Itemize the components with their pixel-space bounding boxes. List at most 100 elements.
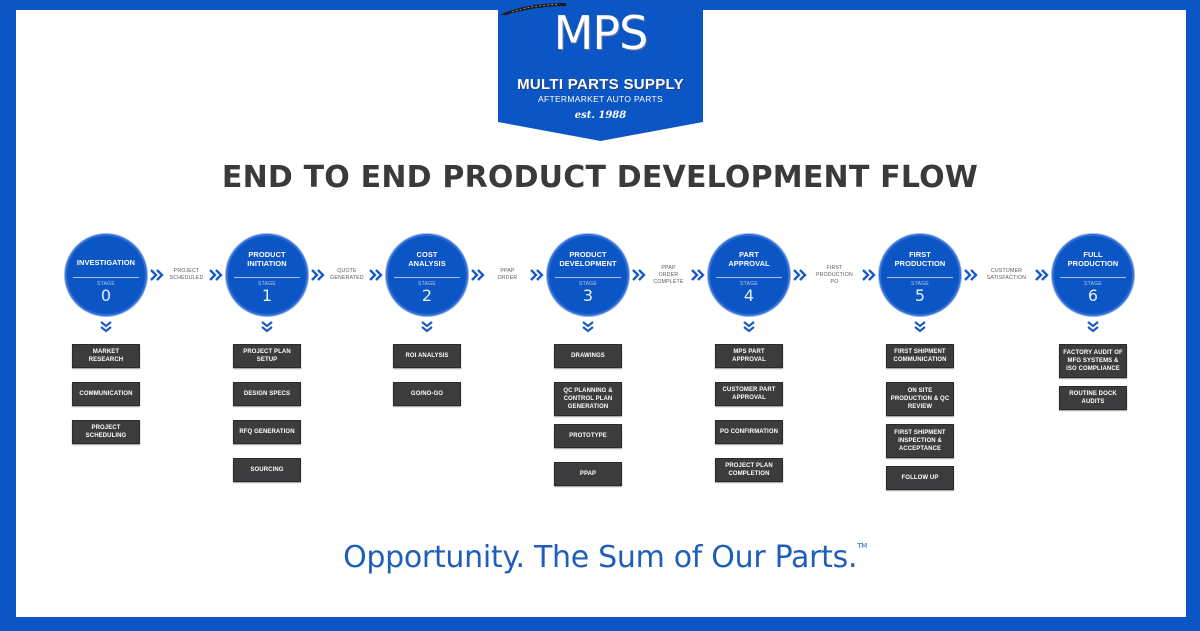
stage-name: INITIATION xyxy=(247,259,287,268)
stage-divider xyxy=(234,277,300,278)
task-box: FIRST SHIPMENT INSPECTION & ACCEPTANCE xyxy=(886,424,954,458)
task-box: FACTORY AUDIT OF MFG SYSTEMS & ISO COMPL… xyxy=(1059,344,1127,378)
stage-number: 0 xyxy=(100,286,112,305)
stage-number: 6 xyxy=(1087,286,1099,305)
double-chevron-right-icon xyxy=(793,269,807,281)
task-box: PO CONFIRMATION xyxy=(715,420,783,444)
stage-name: PRODUCTION xyxy=(1067,259,1119,268)
stage-name: INVESTIGATION xyxy=(76,258,136,267)
trademark-mark: TM xyxy=(857,542,867,550)
stage-divider xyxy=(73,277,139,278)
task-box: RFQ GENERATION xyxy=(233,420,301,444)
task-box: PROJECT PLAN COMPLETION xyxy=(715,458,783,482)
double-chevron-right-icon xyxy=(311,269,325,281)
stage-divider xyxy=(716,277,782,278)
double-chevron-down-icon xyxy=(914,320,926,333)
logo-banner-shape xyxy=(498,0,703,141)
task-box: COMMUNICATION xyxy=(72,382,140,406)
task-box: ROUTINE DOCK AUDITS xyxy=(1059,386,1127,410)
stage-label: STAGE xyxy=(417,281,437,287)
double-chevron-down-icon xyxy=(582,320,594,333)
task-box: PPAP xyxy=(554,462,622,486)
stage-name: COST xyxy=(416,250,438,259)
logo-company-name: MULTI PARTS SUPPLY xyxy=(517,76,684,93)
double-chevron-right-icon xyxy=(862,269,876,281)
stage-name: PART xyxy=(739,250,759,259)
task-box: FIRST SHIPMENT COMMUNICATION xyxy=(886,344,954,368)
double-chevron-right-icon xyxy=(632,269,646,281)
double-chevron-down-icon xyxy=(743,320,755,333)
road-swoosh-icon xyxy=(500,3,566,15)
task-box: ON SITE PRODUCTION & QC REVIEW xyxy=(886,382,954,416)
task-box: PROTOTYPE xyxy=(554,424,622,448)
double-chevron-down-icon xyxy=(1087,320,1099,333)
stage-number: 5 xyxy=(914,286,926,305)
task-box: DRAWINGS xyxy=(554,344,622,368)
task-box: CUSTOMER PART APPROVAL xyxy=(715,382,783,406)
stage-name: PRODUCT xyxy=(569,250,607,259)
stage-number: 2 xyxy=(421,286,433,305)
stage-name: DEVELOPMENT xyxy=(559,259,617,268)
double-chevron-right-icon xyxy=(1035,269,1049,281)
stage-number: 3 xyxy=(582,286,594,305)
double-chevron-down-icon xyxy=(100,320,112,333)
logo-tagline: AFTERMARKET AUTO PARTS xyxy=(538,94,663,104)
stage-label: STAGE xyxy=(1083,281,1103,287)
slogan-text: Opportunity. The Sum of Our Parts. xyxy=(343,540,858,575)
task-box: MARKET RESEARCH xyxy=(72,344,140,368)
double-chevron-right-icon xyxy=(369,269,383,281)
mps-logo: MPS MULTI PARTS SUPPLY AFTERMARKET AUTO … xyxy=(498,0,703,141)
stage-divider xyxy=(394,277,460,278)
stage-name: PRODUCT xyxy=(248,250,286,259)
task-box: DESIGN SPECS xyxy=(233,382,301,406)
task-box: ROI ANALYSIS xyxy=(393,344,461,368)
double-chevron-right-icon xyxy=(471,269,485,281)
stage-name: ANALYSIS xyxy=(408,259,446,268)
stage-name: PRODUCTION xyxy=(894,259,946,268)
stage-name: FULL xyxy=(1083,250,1103,259)
double-chevron-right-icon xyxy=(530,269,544,281)
double-chevron-right-icon xyxy=(209,269,223,281)
stage-divider xyxy=(887,277,953,278)
task-box: SOURCING xyxy=(233,458,301,482)
stage-label: STAGE xyxy=(739,281,759,287)
stage-number: 1 xyxy=(261,286,273,305)
slogan: Opportunity. The Sum of Our Parts.TM xyxy=(0,540,1200,575)
stage-label: STAGE xyxy=(96,281,116,287)
task-box: QC PLANNING & CONTROL PLAN GENERATION xyxy=(554,382,622,416)
double-chevron-right-icon xyxy=(691,269,705,281)
double-chevron-down-icon xyxy=(261,320,273,333)
logo-established: est. 1988 xyxy=(574,110,627,121)
double-chevron-right-icon xyxy=(964,269,978,281)
double-chevron-right-icon xyxy=(150,269,164,281)
stage-name: APPROVAL xyxy=(728,259,770,268)
stage-label: STAGE xyxy=(578,281,598,287)
task-box: MPS PART APPROVAL xyxy=(715,344,783,368)
page-title: END TO END PRODUCT DEVELOPMENT FLOW xyxy=(221,160,979,195)
stage-name: FIRST xyxy=(909,250,931,259)
task-box: GO/NO-GO xyxy=(393,382,461,406)
task-box: FOLLOW UP xyxy=(886,466,954,490)
task-box: PROJECT PLAN SETUP xyxy=(233,344,301,368)
double-chevron-down-icon xyxy=(421,320,433,333)
stage-divider xyxy=(555,277,621,278)
